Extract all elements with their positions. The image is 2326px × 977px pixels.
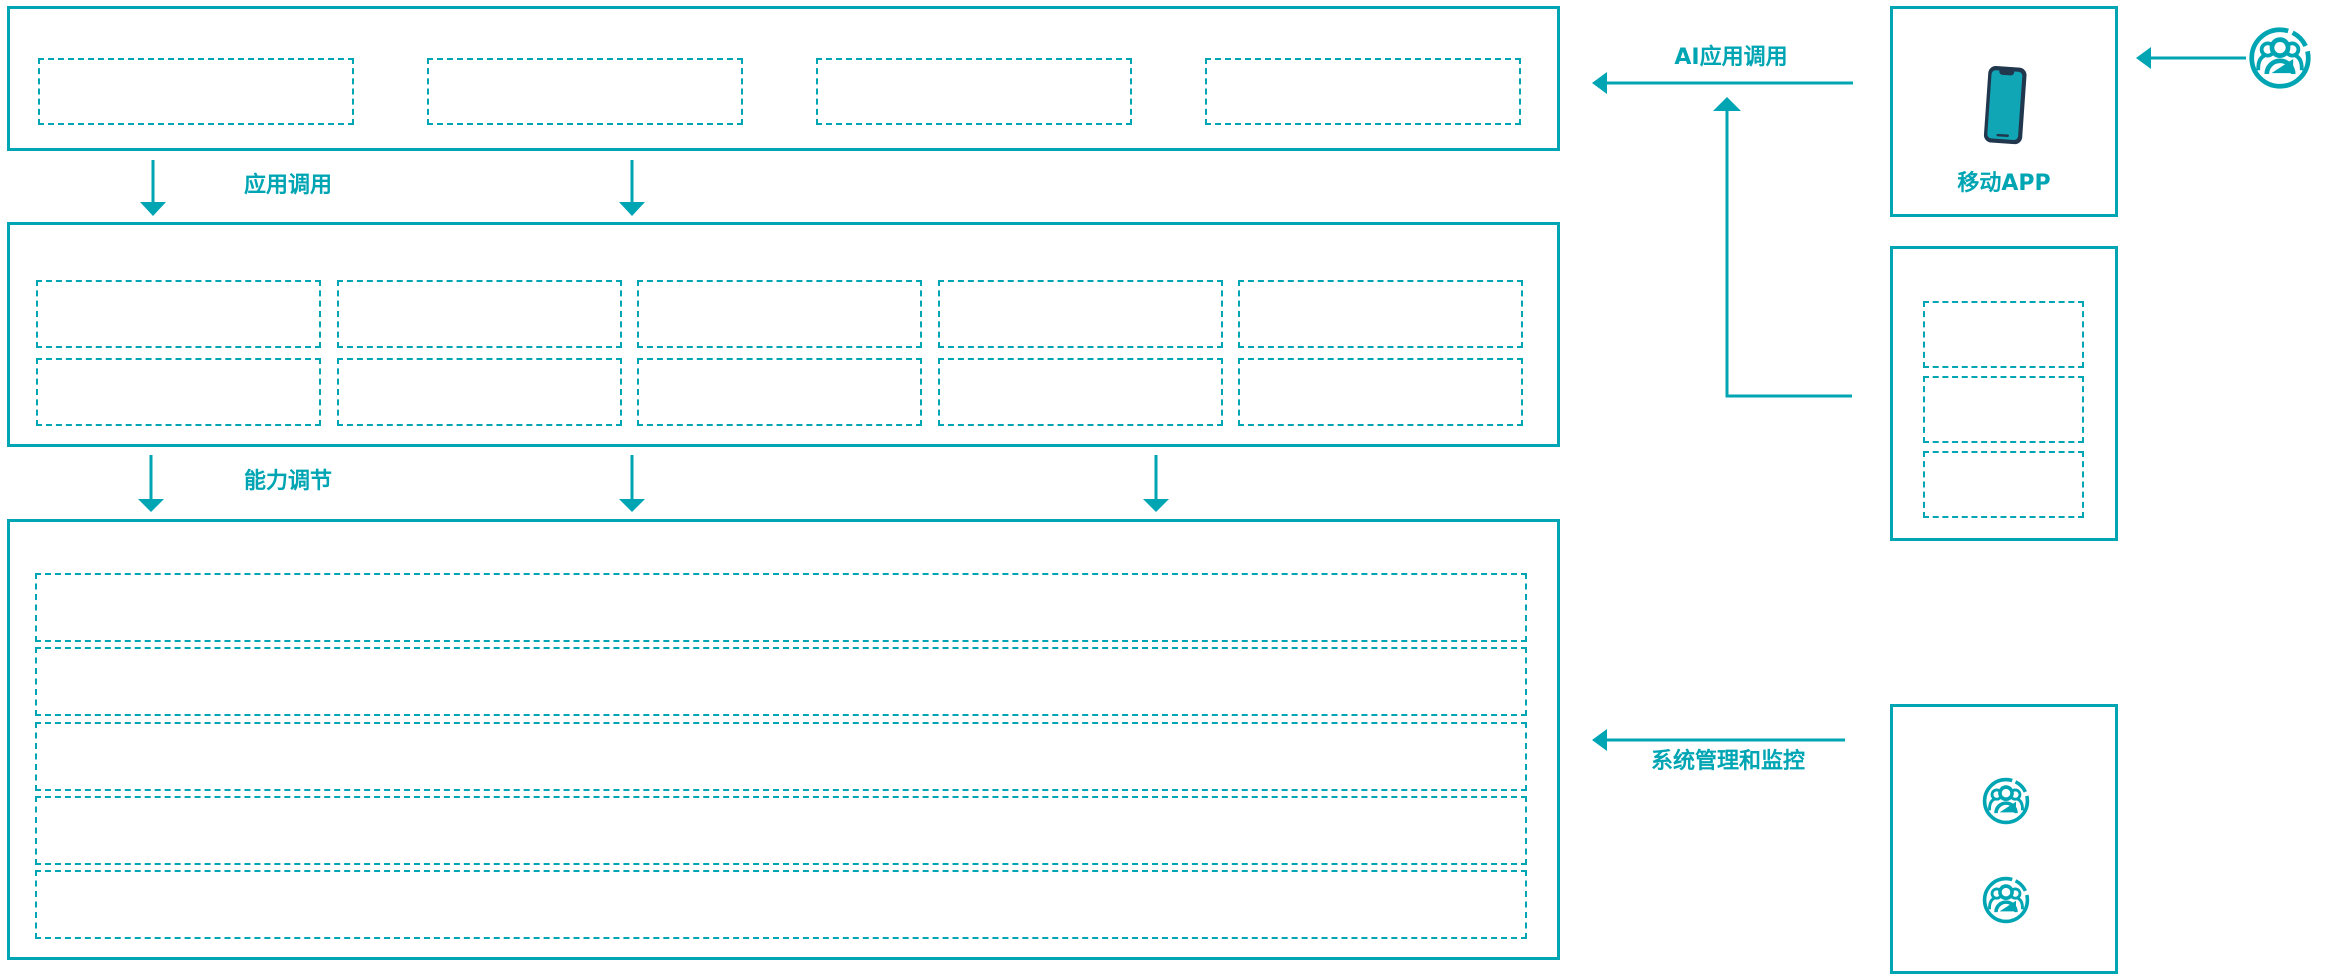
application-layer-box xyxy=(7,6,1560,151)
placeholder-box xyxy=(1238,280,1523,348)
placeholder-box xyxy=(1923,451,2084,518)
placeholder-box xyxy=(637,358,922,426)
system-monitor-label: 系统管理和监控 xyxy=(1650,749,1805,774)
placeholder-box xyxy=(937,280,1223,348)
placeholder-box xyxy=(1205,58,1521,125)
user-group-icon xyxy=(2247,25,2313,91)
mobile-app-label: 移动APP xyxy=(1957,171,2051,196)
capability-adjust-label: 能力调节 xyxy=(243,469,332,494)
app-call-label: 应用调用 xyxy=(243,173,332,198)
smartphone-icon xyxy=(1978,59,2034,152)
user-group-icon xyxy=(1981,875,2031,925)
placeholder-box xyxy=(35,647,1527,717)
platform-layer-box xyxy=(7,519,1560,960)
mobile-app-box: 移动APP xyxy=(1890,6,2118,217)
capability-layer-box xyxy=(7,222,1560,447)
placeholder-box xyxy=(35,573,1527,642)
placeholder-box xyxy=(36,280,321,348)
placeholder-box xyxy=(35,795,1527,865)
placeholder-box xyxy=(937,358,1223,426)
services-box xyxy=(1890,246,2118,541)
placeholder-box xyxy=(36,358,321,426)
placeholder-box xyxy=(637,280,922,348)
placeholder-box xyxy=(1238,358,1523,426)
user-group-icon xyxy=(1981,776,2031,826)
placeholder-box xyxy=(816,58,1132,125)
placeholder-box xyxy=(1923,301,2084,368)
placeholder-box xyxy=(38,58,354,125)
placeholder-box xyxy=(336,280,622,348)
placeholder-box xyxy=(336,358,622,426)
ai-app-call-label: AI应用调用 xyxy=(1674,45,1788,70)
placeholder-box xyxy=(35,721,1527,791)
operators-box xyxy=(1890,704,2118,974)
placeholder-box xyxy=(1923,376,2084,443)
placeholder-box xyxy=(35,870,1527,940)
placeholder-box xyxy=(427,58,743,125)
